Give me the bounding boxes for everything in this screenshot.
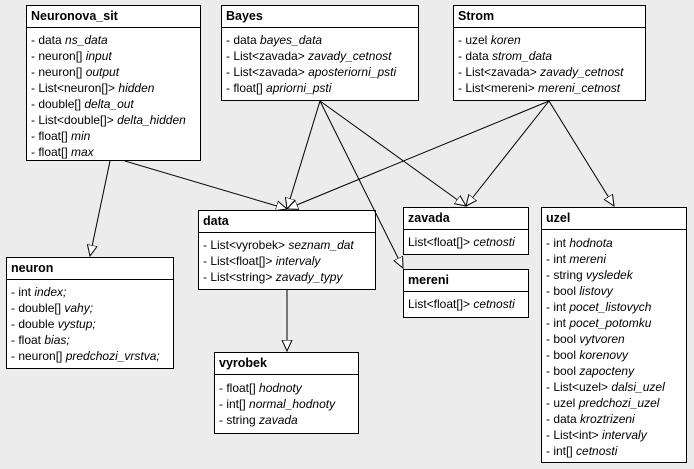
field-item: List<float[]> cetnosti [408,297,515,311]
field-list: List<float[]> cetnosti [404,292,528,312]
edge-bayes-to-zavada [319,100,466,206]
field-item: - double[] vahy; [11,301,94,315]
field-item: - double[] delta_out [31,97,134,111]
field-list: - float[] hodnoty - int[] normal_hodnoty… [215,375,358,428]
class-title: Neuronova_sit [27,6,200,28]
field-item: - float bias; [11,333,70,347]
field-list: - data bayes_data - List<zavada> zavady_… [222,28,418,96]
class-title: mereni [404,270,528,292]
class-neuron[interactable]: neuron - int index; - double[] vahy; - d… [6,257,174,369]
edge-neuronova-sit-to-data [124,160,287,209]
class-title: Strom [454,6,645,28]
field-list: - int hodnota - int mereni - string vysl… [542,230,686,459]
field-item: - List<mereni> mereni_cetnost [458,81,621,95]
field-item: - int mereni [546,252,607,266]
field-item: - data kroztrizeni [546,412,635,426]
class-vyrobek[interactable]: vyrobek - float[] hodnoty - int[] normal… [214,352,359,434]
edge-strom-to-zavada [466,100,550,206]
field-item: - string vysledek [546,268,633,282]
edge-neuronova-sit-to-neuron [90,160,111,256]
edge-strom-to-uzel [548,100,614,206]
field-item: - neuron[] output [31,65,120,79]
field-item: - data bayes_data [226,33,323,47]
field-item: - List<string> zavady_typy [203,270,343,284]
field-item: - neuron[] input [31,49,112,63]
field-item: - uzel predchozi_uzel [546,396,660,410]
field-item: - List<neuron[]> hidden [31,81,155,95]
field-item: - bool zapocteny [546,364,635,378]
field-item: - List<vyrobek> seznam_dat [203,238,354,252]
edge-strom-to-data [287,100,550,209]
field-item: - string zavada [219,413,298,427]
class-title: neuron [7,258,173,280]
class-mereni[interactable]: mereni List<float[]> cetnosti [403,269,529,318]
field-item: - int hodnota [546,236,613,250]
field-item: - uzel koren [458,33,521,47]
field-item: - List<uzel> dalsi_uzel [546,380,665,394]
field-item: - List<zavada> zavady_cetnost [226,49,392,63]
field-list: List<float[]> cetnosti [404,230,528,250]
field-item: - int pocet_listovych [546,300,652,314]
field-item: - int[] normal_hodnoty [219,397,336,411]
field-list: - data ns_data - neuron[] input - neuron… [27,28,200,160]
field-item: List<float[]> cetnosti [408,235,515,249]
class-title: Bayes [222,6,418,28]
field-item: - neuron[] predchozi_vrstva; [11,349,160,363]
field-list: - uzel koren - data strom_data - List<za… [454,28,645,96]
field-item: - data ns_data [31,33,108,47]
class-zavada[interactable]: zavada List<float[]> cetnosti [403,207,529,255]
field-item: - List<int> intervaly [546,428,647,442]
class-uzel[interactable]: uzel - int hodnota - int mereni - string… [541,207,687,463]
class-title: uzel [542,208,686,230]
class-title: zavada [404,208,528,230]
field-item: - List<float[]> intervaly [203,254,321,268]
field-item: - float[] apriorni_psti [226,81,332,95]
class-title: vyrobek [215,353,358,375]
class-title: data [199,211,375,233]
field-item: - bool listovy [546,284,613,298]
class-data[interactable]: data - List<vyrobek> seznam_dat - List<f… [198,210,376,290]
edge-bayes-to-mereni [319,100,403,268]
class-strom[interactable]: Strom - uzel koren - data strom_data - L… [453,5,646,101]
field-item: - data strom_data [458,49,553,63]
field-item: - bool vytvoren [546,332,625,346]
class-bayes[interactable]: Bayes - data bayes_data - List<zavada> z… [221,5,419,101]
field-item: - int pocet_potomku [546,316,652,330]
field-item: - bool korenovy [546,348,629,362]
field-item: - List<double[]> delta_hidden [31,113,186,127]
field-list: - List<vyrobek> seznam_dat - List<float[… [199,233,375,285]
field-list: - int index; - double[] vahy; - double v… [7,280,173,364]
field-item: - double vystup; [11,317,96,331]
field-item: - List<zavada> aposteriorni_psti [226,65,397,79]
field-item: - int[] cetnosti [546,444,618,458]
field-item: - float[] min [31,129,91,143]
field-item: - float[] max [31,145,94,159]
edge-bayes-to-data [287,100,321,209]
field-item: - List<zavada> zavady_cetnost [458,65,624,79]
field-item: - int index; [11,285,67,299]
class-neuronova-sit[interactable]: Neuronova_sit - data ns_data - neuron[] … [26,5,201,161]
field-item: - float[] hodnoty [219,381,302,395]
